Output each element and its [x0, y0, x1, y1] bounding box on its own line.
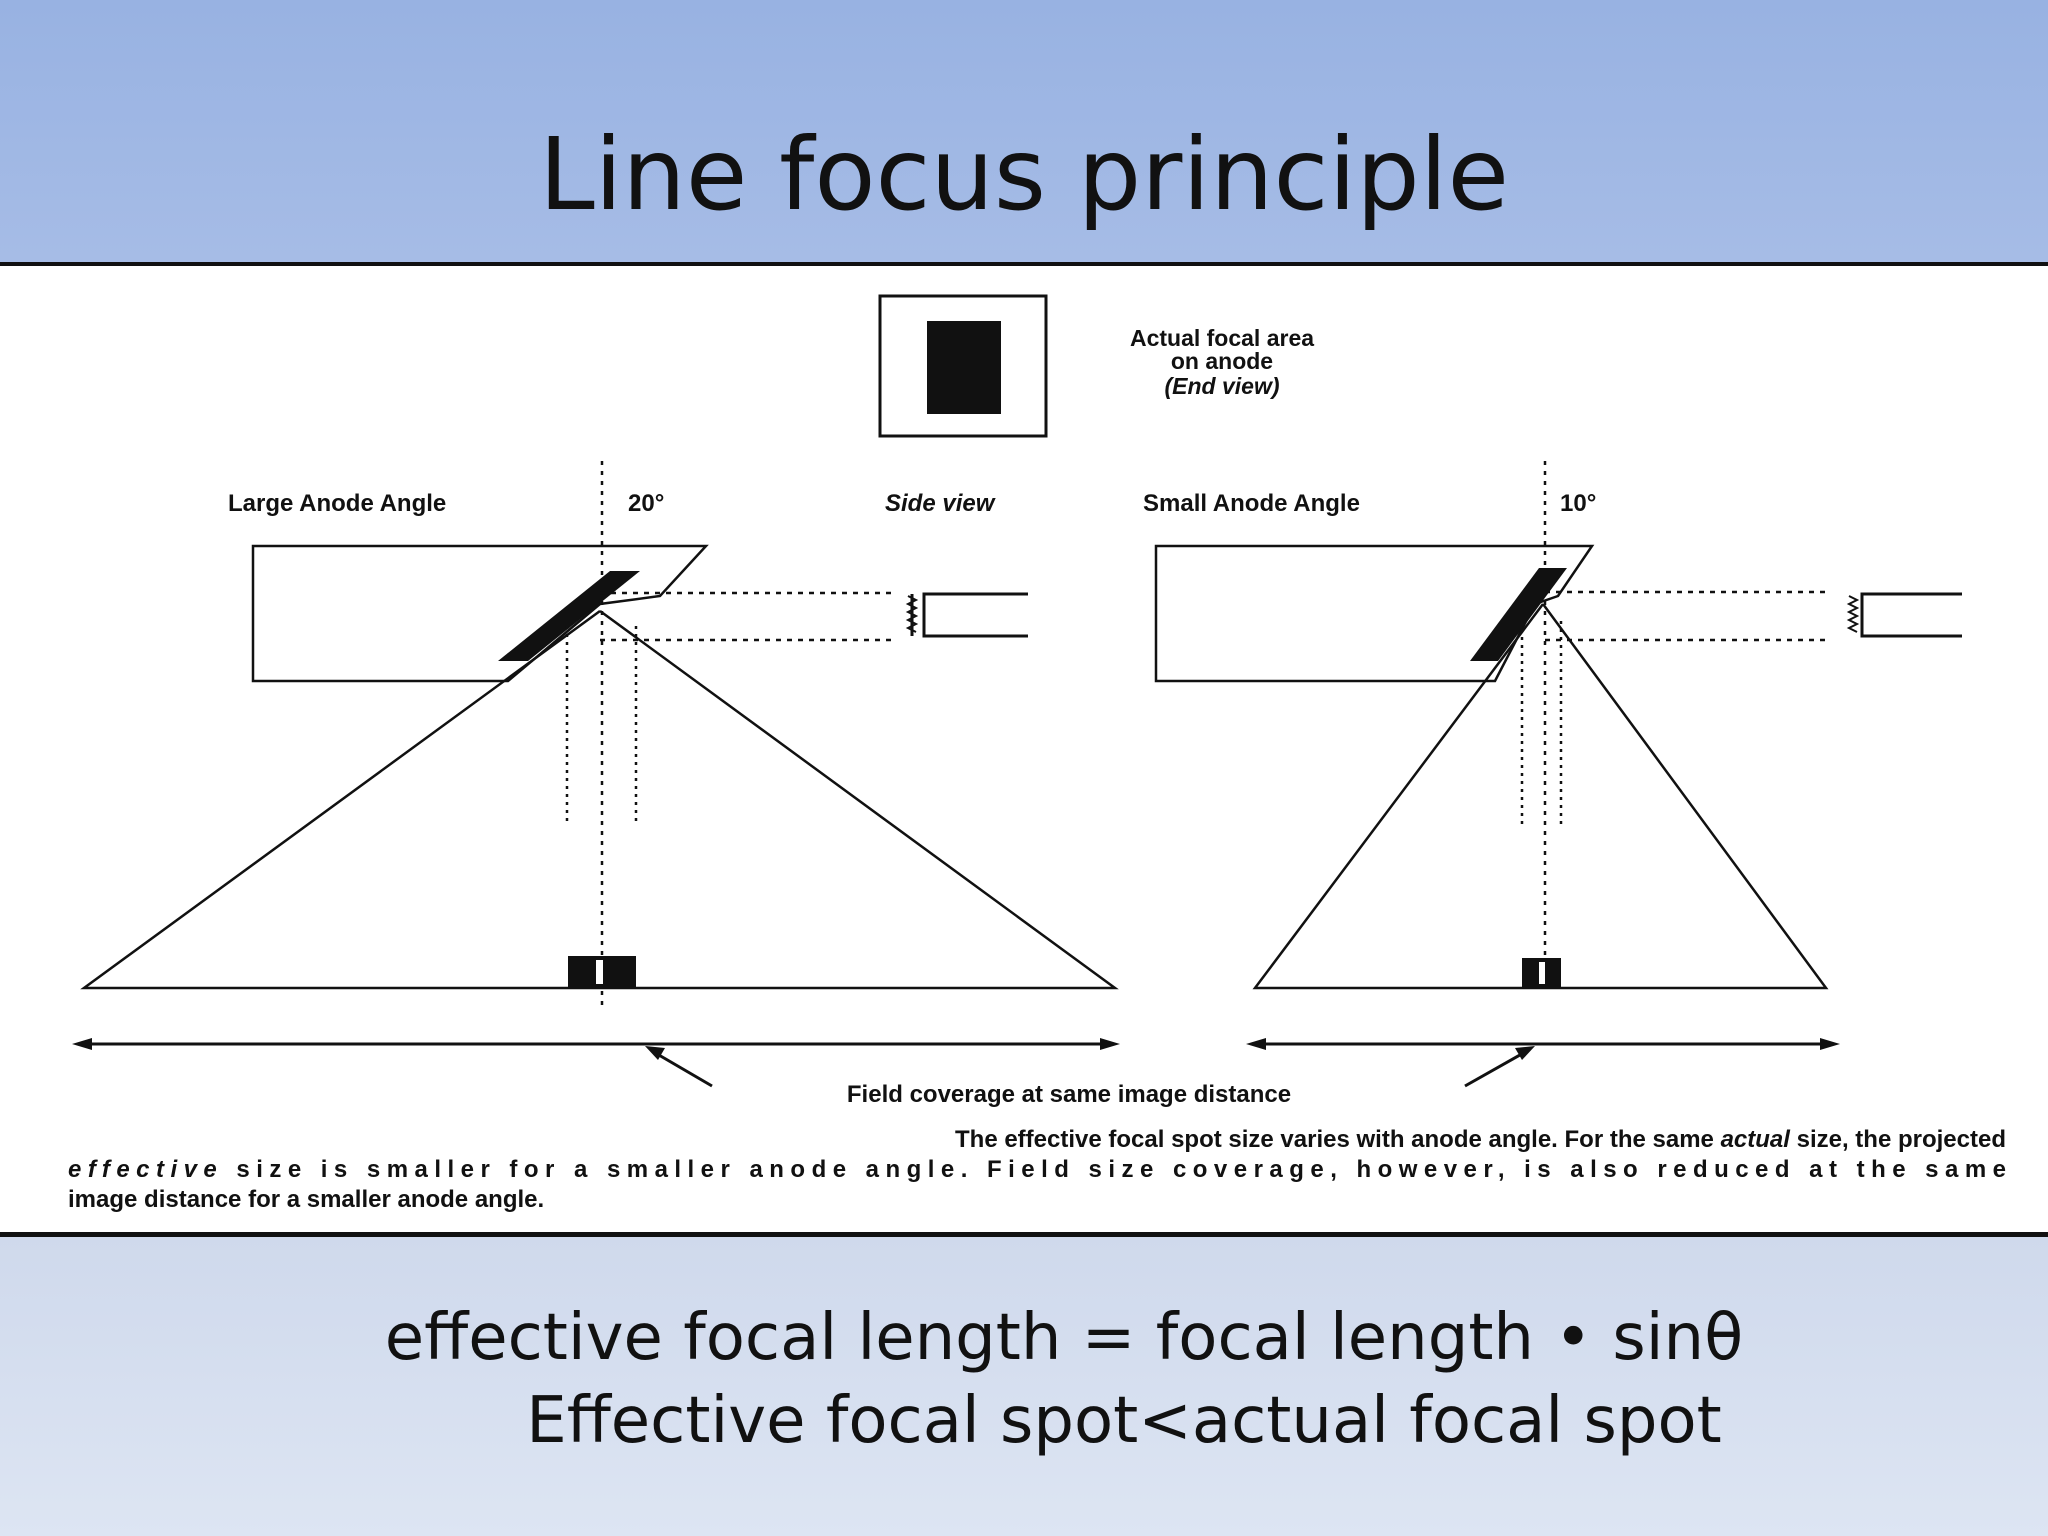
right-cathode-cup — [1860, 592, 1962, 638]
caption-line-3: image distance for a smaller anode angle… — [68, 1186, 544, 1213]
right-pointer — [1464, 1049, 1528, 1088]
left-cathode-cup — [922, 592, 1028, 638]
left-angle-label: 20° — [628, 490, 664, 517]
slide-title: Line focus principle — [538, 116, 1510, 233]
formula-effective-focal-length: effective focal length = focal length • … — [384, 1301, 1744, 1375]
right-target-face — [1470, 568, 1567, 661]
right-anode-label: Small Anode Angle — [1143, 490, 1360, 517]
left-target-face — [498, 571, 640, 661]
end-view-label-3: (End view) — [1164, 373, 1279, 399]
caption-line-2: effective size is smaller for a smaller … — [68, 1156, 2006, 1183]
field-coverage-label: Field coverage at same image distance — [847, 1081, 1291, 1108]
formula-band: effective focal length = focal length • … — [0, 1237, 2048, 1536]
right-beam-triangle — [1252, 603, 1829, 990]
large-angle-diagram — [72, 461, 1120, 1088]
end-view-label-1: Actual focal area — [1130, 325, 1314, 351]
left-anode-body — [251, 544, 709, 683]
right-angle-label: 10° — [1560, 490, 1596, 517]
end-view-label-2: on anode — [1171, 348, 1273, 374]
actual-focal-area — [927, 321, 1001, 414]
formula-block: effective focal length = focal length • … — [0, 1297, 2048, 1463]
end-view-frame — [878, 294, 1048, 438]
right-filament-coil — [1846, 595, 1860, 633]
left-beam-triangle — [80, 609, 1119, 990]
small-angle-diagram — [1154, 461, 1962, 1088]
title-band: Line focus principle — [0, 0, 2048, 262]
figure-panel: Actual focal area on anode (End view) La… — [0, 262, 2048, 1237]
left-filament-coil — [905, 595, 919, 633]
left-pointer — [651, 1049, 713, 1088]
left-anode-label: Large Anode Angle — [228, 490, 446, 517]
side-view-label: Side view — [885, 490, 996, 517]
line-focus-diagram: Actual focal area on anode (End view) La… — [68, 294, 2006, 1213]
end-view — [878, 294, 1048, 438]
caption-line-1: The effective focal spot size varies wit… — [955, 1126, 2006, 1153]
formula-effective-vs-actual: Effective focal spot<actual focal spot — [526, 1384, 1722, 1459]
